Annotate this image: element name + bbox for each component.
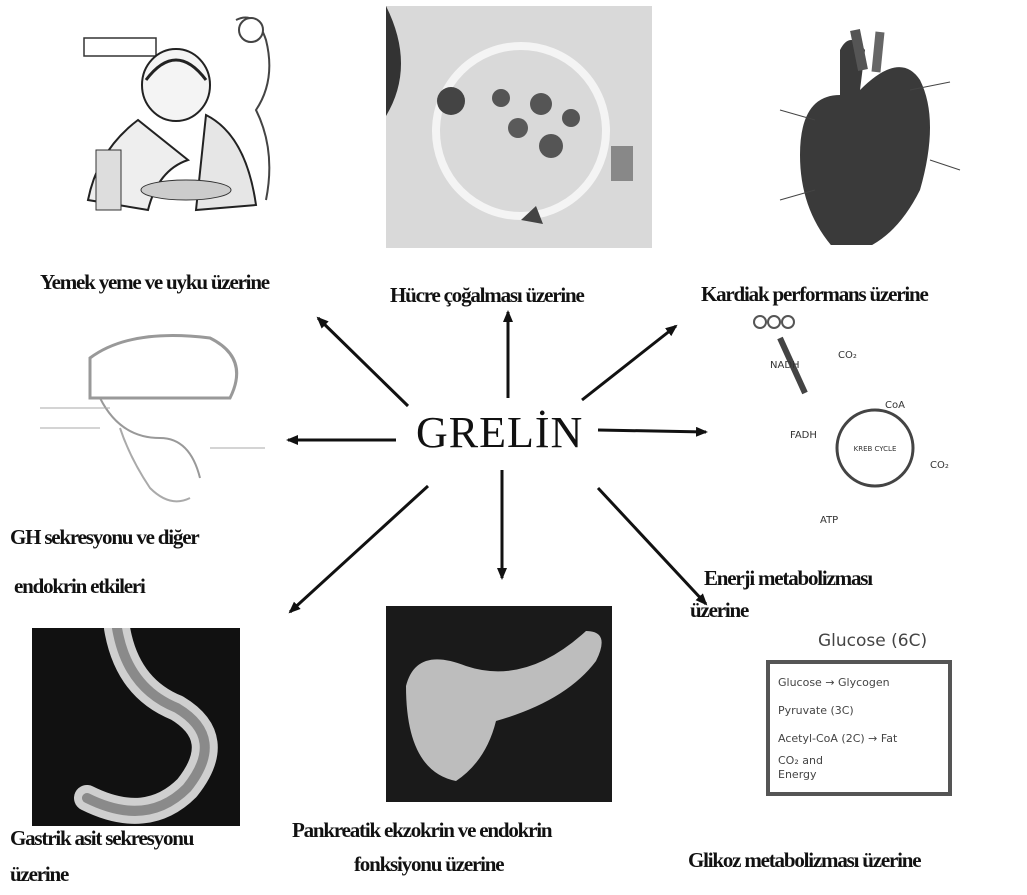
heart-image	[760, 20, 990, 245]
label-eating: Yemek yeme ve uyku üzerine	[40, 270, 269, 295]
arrow-to-eating	[318, 318, 408, 406]
arrow-to-energy	[598, 430, 706, 432]
label-energy-line1: Enerji metabolizması	[704, 566, 872, 591]
stomach-image	[32, 628, 240, 826]
krebs-label-fadh: FADH	[790, 430, 817, 441]
label-gh-line1: GH sekresyonu ve diğer	[10, 525, 198, 550]
krebs-label-co2: CO₂	[838, 350, 857, 361]
label-gh-line2: endokrin etkileri	[14, 574, 145, 599]
glucose-row-1: Glucose → Glycogen	[778, 676, 890, 689]
label-pancreas-line1: Pankreatik ekzokrin ve endokrin	[292, 818, 551, 843]
glucose-row-5: Energy	[778, 768, 817, 781]
arrow-to-glucose	[598, 488, 706, 604]
arrow-to-gastric	[290, 486, 428, 612]
pancreas-image	[386, 606, 612, 802]
krebs-label-coa: CoA	[885, 400, 905, 411]
label-pancreas-line2: fonksiyonu üzerine	[354, 852, 503, 877]
eating-cartoon-image	[76, 0, 316, 235]
label-gastric-line2: üzerine	[10, 862, 68, 887]
krebs-label-co2-b: CO₂	[930, 460, 949, 471]
krebs-cycle-label: KREB CYCLE	[854, 445, 897, 453]
glucose-metabolism-image: Glucose (6C) Glucose → Glycogen Pyruvate…	[756, 628, 960, 804]
label-cardiac: Kardiak performans üzerine	[701, 282, 928, 307]
arrow-to-cardiac	[582, 326, 676, 400]
krebs-label-nadh: NADH	[770, 360, 800, 371]
center-title-grelin: GRELİN	[416, 407, 583, 458]
brain-pituitary-image	[30, 318, 270, 523]
label-energy-line2: üzerine	[690, 598, 748, 623]
glucose-row-3: Acetyl-CoA (2C) → Fat	[778, 732, 898, 745]
glucose-row-4: CO₂ and	[778, 754, 823, 767]
label-cell: Hücre çoğalması üzerine	[390, 283, 584, 308]
glucose-row-2: Pyruvate (3C)	[778, 704, 854, 717]
krebs-label-atp: ATP	[820, 515, 838, 526]
cell-cycle-image	[386, 6, 652, 248]
glucose-title: Glucose (6C)	[818, 631, 927, 651]
label-glucose: Glikoz metabolizması üzerine	[688, 848, 920, 873]
label-gastric-line1: Gastrik asit sekresyonu	[10, 826, 193, 851]
krebs-cycle-image: KREB CYCLE CO₂ CoA NADH FADH ATP CO₂	[750, 308, 960, 538]
